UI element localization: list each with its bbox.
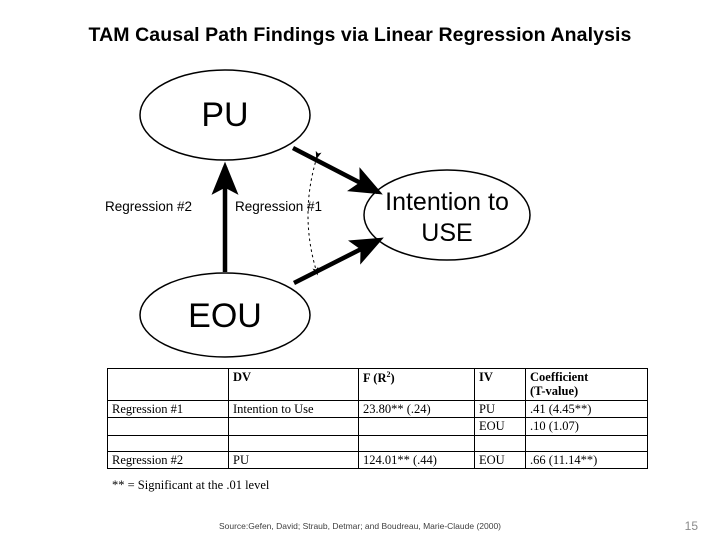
cell-dv: Intention to Use: [228, 399, 359, 419]
header-iv: IV: [474, 368, 526, 401]
eou-ellipse: [139, 272, 311, 358]
source-citation: Source:Gefen, David; Straub, Detmar; and…: [218, 521, 502, 531]
cell-dv: [228, 417, 359, 436]
cell-rowlabel: Regression #2: [107, 450, 229, 469]
cell-f: [358, 434, 475, 452]
cell-rowlabel: Regression #1: [107, 399, 229, 419]
page-number: 15: [684, 519, 698, 533]
cell-iv: EOU: [474, 450, 526, 469]
header-coefficient: Coefficient (T-value): [525, 368, 648, 401]
cell-rowlabel: [107, 417, 229, 436]
header-f-text: F (R: [363, 371, 387, 386]
header-f-superscript: 2: [386, 370, 391, 379]
header-f-tail: ): [390, 371, 395, 386]
header-coefficient-line2: (T-value): [530, 384, 579, 399]
header-coefficient-line1: Coefficient: [530, 370, 589, 384]
table-footnote: ** = Significant at the .01 level: [112, 478, 270, 492]
edge-label-regression1: Regression #1: [235, 199, 322, 214]
header-rowlabel: [107, 368, 229, 401]
table-row: [107, 434, 648, 452]
regression-results-table-wrapper: DV F (R2) IV Coefficient (T-value) Regre…: [107, 368, 648, 469]
node-pu: PU: [139, 69, 311, 161]
cell-f: 124.01** (.44): [358, 450, 475, 469]
cell-f: [358, 417, 475, 436]
cell-coefficient: .41 (4.45**): [525, 399, 648, 419]
table-header-row: DV F (R2) IV Coefficient (T-value): [107, 368, 648, 401]
cell-iv: EOU: [474, 417, 526, 436]
regression-results-table: DV F (R2) IV Coefficient (T-value) Regre…: [107, 368, 648, 469]
edge-pu-to-intention: [291, 146, 383, 195]
cell-coefficient: .10 (1.07): [525, 417, 648, 436]
node-intention-to-use: Intention to USE: [363, 169, 531, 261]
intention-label-line2: USE: [421, 219, 472, 247]
cell-dv: [228, 434, 359, 452]
node-eou: EOU: [139, 272, 311, 358]
page-title: TAM Causal Path Findings via Linear Regr…: [88, 24, 632, 46]
table-row: Regression #2 PU 124.01** (.44) EOU .66 …: [107, 450, 648, 469]
cell-dv: PU: [228, 450, 359, 469]
cell-rowlabel: [107, 434, 229, 452]
intention-label-line1: Intention to: [385, 188, 509, 216]
cell-iv: [474, 434, 526, 452]
intention-ellipse: [363, 169, 531, 261]
edge-eou-to-intention: [292, 237, 384, 286]
cell-f: 23.80** (.24): [358, 399, 475, 419]
header-f-rsquared: F (R2): [358, 368, 475, 401]
edge-label-regression2: Regression #2: [105, 199, 192, 214]
dashed-double-arrow-regression1: [307, 150, 322, 276]
table-row: EOU .10 (1.07): [107, 417, 648, 436]
cell-coefficient: [525, 434, 648, 452]
cell-coefficient: .66 (11.14**): [525, 450, 648, 469]
pu-ellipse: [139, 69, 311, 161]
eou-label: EOU: [188, 297, 262, 335]
header-dv: DV: [228, 368, 359, 401]
tam-causal-path-diagram: PU EOU Intention to USE Regression #2 Re…: [95, 60, 565, 365]
pu-label: PU: [201, 96, 248, 134]
cell-iv: PU: [474, 399, 526, 419]
table-row: Regression #1 Intention to Use 23.80** (…: [107, 399, 648, 419]
